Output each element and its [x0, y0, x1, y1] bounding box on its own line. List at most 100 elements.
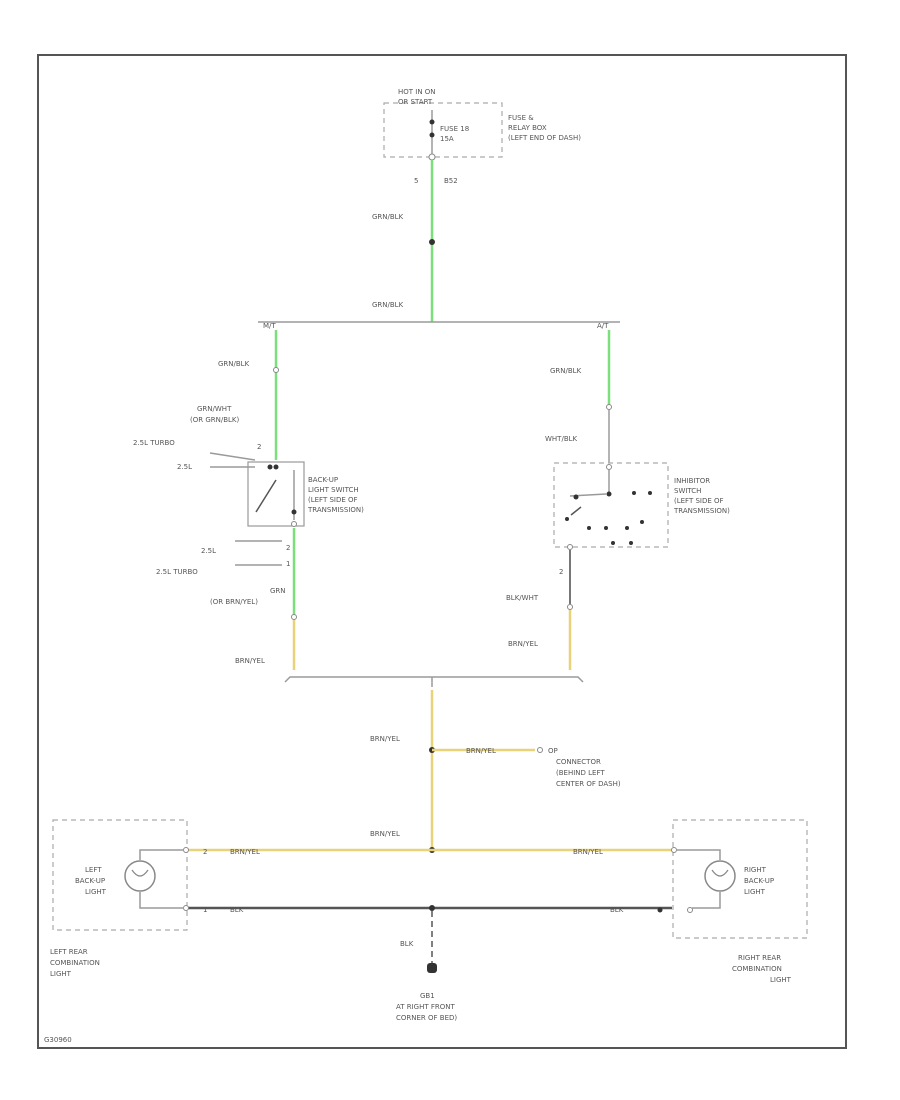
connector-code: B52 [444, 177, 458, 185]
op-connector-pin [537, 747, 543, 753]
left-comb-label-2: COMBINATION [50, 959, 100, 967]
right-light-label-2: BACK-UP [744, 877, 774, 885]
wire-label-brn-yel-1: BRN/YEL [235, 657, 265, 665]
left-light-label-1: LEFT [85, 866, 102, 874]
wire-label-brn-yel-2: BRN/YEL [508, 640, 538, 648]
left-lamp-feed [139, 849, 184, 860]
ground-symbol [427, 963, 437, 973]
fuse-pin [428, 153, 436, 161]
hot-label-1: HOT IN ON [398, 88, 436, 96]
fuse-label-2: 15A [440, 135, 454, 143]
wire-label-brn-yel-alt: (OR BRN/YEL) [210, 598, 258, 606]
at-connector-pin [606, 404, 612, 410]
splice-node-1 [429, 239, 435, 245]
right-ground-node [657, 907, 663, 913]
merge-bracket [284, 676, 584, 683]
inhibitor-label-2: SWITCH [674, 487, 701, 495]
wire-label-grn-blk-3: GRN/BLK [218, 360, 250, 368]
inhibitor-pin-number: 2 [559, 568, 563, 576]
mt-label: M/T [263, 322, 276, 330]
switch-pin-bottom [291, 521, 297, 527]
wire-label-blk-2: BLK [610, 906, 624, 914]
hot-label-2: OR START [398, 98, 433, 106]
fuse-node-bottom [429, 132, 435, 138]
op-connector-label-3: (BEHIND LEFT [556, 769, 605, 777]
right-lamp-ground [692, 892, 721, 909]
wire-label-grn-wht: GRN/WHT [197, 405, 232, 413]
switch-contact-1 [267, 464, 273, 470]
fuse-node-top [429, 119, 435, 125]
right-light-pin-top [671, 847, 677, 853]
engine-arrow-a [209, 452, 256, 461]
inhibitor-contact-b [632, 491, 636, 495]
left-light-label-3: LIGHT [85, 888, 107, 896]
right-light-pin-bottom [687, 907, 693, 913]
box-label-3: (LEFT END OF DASH) [508, 134, 581, 142]
at-label: A/T [597, 322, 609, 330]
right-comb-label-1: RIGHT REAR [738, 954, 781, 962]
right-comb-label-2: COMBINATION [732, 965, 782, 973]
right-light-label-1: RIGHT [744, 866, 767, 874]
wire-label-brn-yel-5: BRN/YEL [370, 830, 400, 838]
op-connector-label-1: OP [548, 747, 558, 755]
left-light-label-2: BACK-UP [75, 877, 105, 885]
inhibitor-label-1: INHIBITOR [674, 477, 710, 485]
inhibitor-pin-bottom [567, 544, 573, 550]
engine-label-b: 2.5L [177, 463, 192, 471]
left-comb-label-1: LEFT REAR [50, 948, 88, 956]
inhibitor-label-3: (LEFT SIDE OF [674, 497, 724, 505]
switch-pin-2-bottom: 2 [286, 544, 290, 552]
engine-label-a: 2.5L TURBO [133, 439, 175, 447]
wire-label-blk-wht: BLK/WHT [506, 594, 539, 602]
switch-arm [255, 479, 277, 513]
at-output-pin [567, 604, 573, 610]
engine-label-c: 2.5L [201, 547, 216, 555]
left-lamp-ground [139, 892, 184, 909]
mt-output-pin [291, 614, 297, 620]
box-label-2: RELAY BOX [508, 124, 547, 132]
backup-switch-label-1: BACK-UP [308, 476, 338, 484]
left-light-pin-1 [183, 905, 189, 911]
left-pin-1-label: 1 [203, 906, 207, 914]
left-rear-combination-light [52, 819, 188, 931]
inhibitor-node-top [606, 491, 612, 497]
engine-label-d: 2.5L TURBO [156, 568, 198, 576]
inhibitor-pin-top [606, 464, 612, 470]
wire-label-wht-blk: WHT/BLK [545, 435, 578, 443]
left-pin-2-label: 2 [203, 848, 207, 856]
inhibitor-contact-j [629, 541, 633, 545]
right-backup-lamp-icon [704, 860, 736, 892]
right-lamp-filament [711, 869, 729, 877]
wire-label-brn-yel-4: BRN/YEL [466, 747, 496, 755]
wire-label-grn-blk-4: GRN/BLK [550, 367, 582, 375]
pin-number: 5 [414, 177, 418, 185]
splice-node-4 [429, 905, 435, 911]
backup-switch-label-4: TRANSMISSION) [307, 506, 364, 514]
op-connector-label-4: CENTER OF DASH) [556, 780, 621, 788]
inhibitor-switch [553, 462, 669, 548]
left-backup-lamp-icon [124, 860, 156, 892]
inhibitor-contact-i [611, 541, 615, 545]
inhibitor-contact-d [565, 517, 569, 521]
wire-label-grn-blk-1: GRN/BLK [372, 213, 404, 221]
op-connector-label-2: CONNECTOR [556, 758, 601, 766]
diagram-frame [37, 54, 847, 1049]
inhibitor-contact-c [648, 491, 652, 495]
wire-label-grn-blk-2: GRN/BLK [372, 301, 404, 309]
wire-label-blk-1: BLK [230, 906, 244, 914]
left-comb-label-3: LIGHT [50, 970, 72, 978]
ground-label-1: GB1 [420, 992, 435, 1000]
left-lamp-filament [131, 869, 149, 877]
backup-switch-label-3: (LEFT SIDE OF [308, 496, 358, 504]
wire-label-grn: GRN [270, 587, 286, 595]
inhibitor-contact-h [640, 520, 644, 524]
ground-label-2: AT RIGHT FRONT [396, 1003, 455, 1011]
inhibitor-contact-f [604, 526, 608, 530]
switch-pin-1-bottom: 1 [286, 560, 290, 568]
right-light-label-3: LIGHT [744, 888, 766, 896]
switch-contact-3 [291, 509, 297, 515]
right-rear-combination-light [672, 819, 808, 939]
right-comb-label-3: LIGHT [770, 976, 792, 984]
ground-label-3: CORNER OF BED) [396, 1014, 457, 1022]
